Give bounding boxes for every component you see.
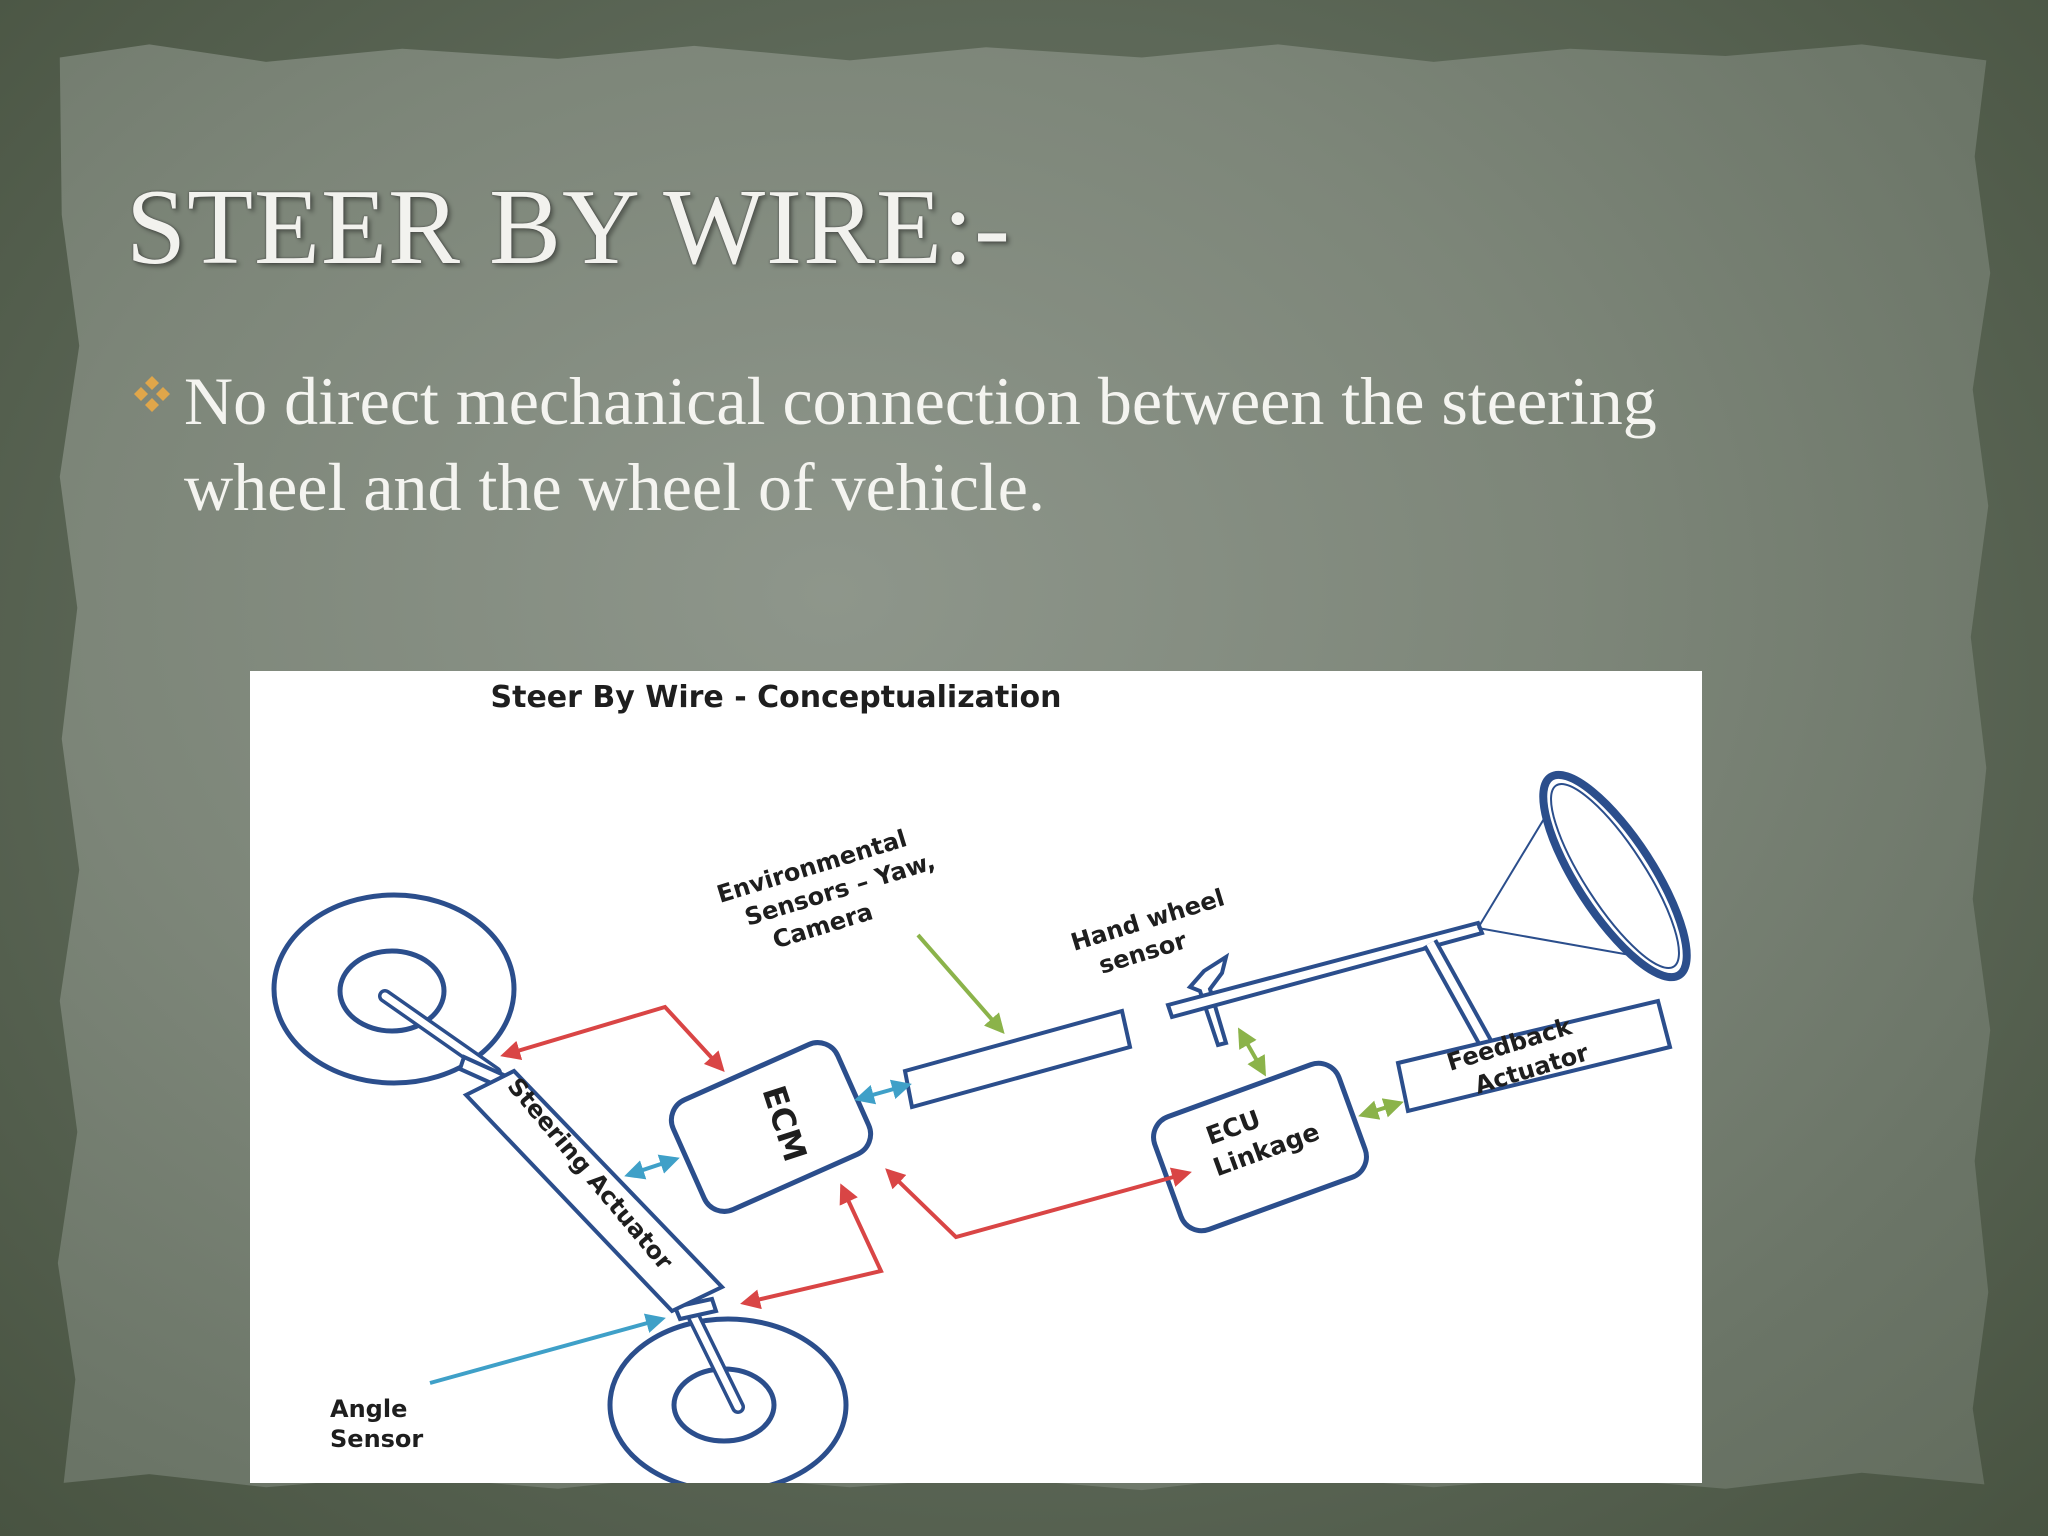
steering-column [1165, 788, 1676, 1055]
blue-signal-arrows [429, 1079, 912, 1385]
blue-arrow-angle-sensor [429, 1313, 666, 1385]
environmental-sensors-box [902, 1008, 1133, 1110]
blue-arrow-actuator-ecm [624, 1154, 680, 1180]
red-arrow-ecm-ecu [885, 1167, 1192, 1240]
feedback-actuator-box: Feedback Actuator [1395, 998, 1673, 1114]
angle-label-line-1: Angle [330, 1395, 407, 1423]
diagram-title: Steer By Wire - Conceptualization [491, 680, 1062, 715]
steering-wheel [1539, 770, 1691, 982]
diamond-bullet-icon [134, 376, 170, 412]
angle-sensor-label: Angle Sensor [330, 1395, 423, 1453]
green-arrow-ecu-feedback [1358, 1098, 1404, 1120]
red-arrow-actuator-ecm [740, 1183, 884, 1310]
angle-label-line-2: Sensor [330, 1425, 423, 1453]
green-signal-arrows [916, 933, 1404, 1120]
slide-title: STEER BY WIRE:- [126, 168, 1011, 287]
steer-by-wire-diagram: Steer By Wire - Conceptualization [250, 671, 1702, 1483]
ecu-linkage-box: ECU Linkage [1151, 1060, 1369, 1234]
svg-text:Angle Sensor: Angle Sensor [330, 1395, 423, 1453]
green-arrow-env-input [916, 933, 1005, 1035]
steering-actuator-label: Steering Actuator [502, 1072, 679, 1275]
bullet-text: No direct mechanical connection between … [184, 363, 1657, 525]
red-signal-arrows [500, 1004, 1192, 1310]
svg-text:Environmental Sensor: Environmental Sensors – Yaw, Camera [714, 816, 956, 966]
ecm-box: ECM [668, 1040, 874, 1214]
rear-wheel [607, 1296, 849, 1483]
bullet-point: No direct mechanical connection between … [132, 358, 1732, 530]
environmental-sensors-label: Environmental Sensors – Yaw, Camera [714, 816, 956, 966]
front-wheel-left [271, 892, 517, 1090]
diagram-svg: Steer By Wire - Conceptualization [271, 680, 1691, 1483]
green-arrow-sensor-ecu [1238, 1027, 1266, 1077]
blue-arrow-ecm-env [854, 1079, 912, 1105]
red-arrow-wheel-ecm [500, 1004, 725, 1072]
